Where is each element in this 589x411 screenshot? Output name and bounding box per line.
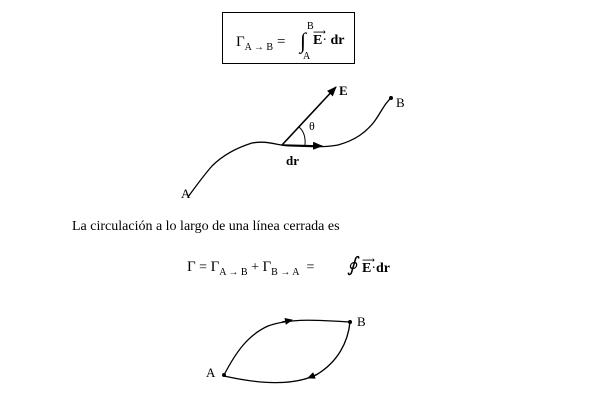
- differential: dr: [330, 33, 345, 48]
- loop-label-b: B: [357, 314, 366, 329]
- contour-integrand: ⟶E·dr: [362, 255, 391, 276]
- label-theta: θ: [309, 119, 315, 133]
- dot-operator: ·: [322, 33, 328, 48]
- e-vector-arrow: [281, 86, 337, 146]
- label-point-b: B: [396, 95, 405, 110]
- dot-operator-2: ·: [371, 261, 377, 276]
- lower-limit: A: [303, 51, 311, 62]
- lower-direction-arrow: [307, 372, 319, 379]
- closed-circulation-formula: Γ = ΓA → B + ΓB → A =: [187, 259, 321, 278]
- field-vector-2: E: [362, 261, 372, 276]
- plus-sign: +: [251, 260, 259, 275]
- gamma-b-to-a: Γ: [262, 259, 272, 275]
- loop-point-b-dot: [348, 320, 352, 324]
- loop-label-a: A: [206, 365, 216, 380]
- gamma-total: Γ: [187, 259, 196, 275]
- equals-sign-2: =: [199, 260, 208, 275]
- field-vector: E: [313, 33, 323, 48]
- point-b-dot: [389, 96, 393, 100]
- subscript-b-to-a: B → A: [271, 267, 300, 278]
- label-e-vector: E: [339, 83, 348, 98]
- loop-point-a-dot: [222, 373, 226, 377]
- dr-vector-arrow: [281, 141, 323, 150]
- closed-loop-upper: [223, 319, 351, 376]
- theta-arc: [298, 126, 306, 146]
- subscript-a-to-b: A → B: [219, 267, 248, 278]
- upper-direction-arrow: [281, 317, 293, 325]
- closed-line-text: La circulación a lo largo de una línea c…: [72, 219, 340, 234]
- integrand: ⟶E· dr: [313, 27, 345, 48]
- closed-loop-lower: [223, 321, 351, 384]
- differential-2: dr: [376, 261, 391, 276]
- label-dr-vector: dr: [286, 153, 299, 168]
- equals-sign: =: [277, 34, 286, 50]
- upper-limit: B: [307, 21, 314, 32]
- formula-box: [222, 12, 355, 64]
- label-point-a: A: [181, 186, 191, 201]
- gamma-a-to-b: Γ: [210, 259, 220, 275]
- integral-sign: ∫: [300, 28, 307, 53]
- contour-integral-sign: ∮: [347, 254, 358, 276]
- equals-sign-3: =: [306, 260, 315, 275]
- circulation-formula: ΓA → B =: [236, 34, 286, 53]
- gamma-subscript: A → B: [244, 42, 274, 53]
- curve-a-to-b: [187, 96, 393, 198]
- gamma-symbol: Γ: [236, 34, 245, 50]
